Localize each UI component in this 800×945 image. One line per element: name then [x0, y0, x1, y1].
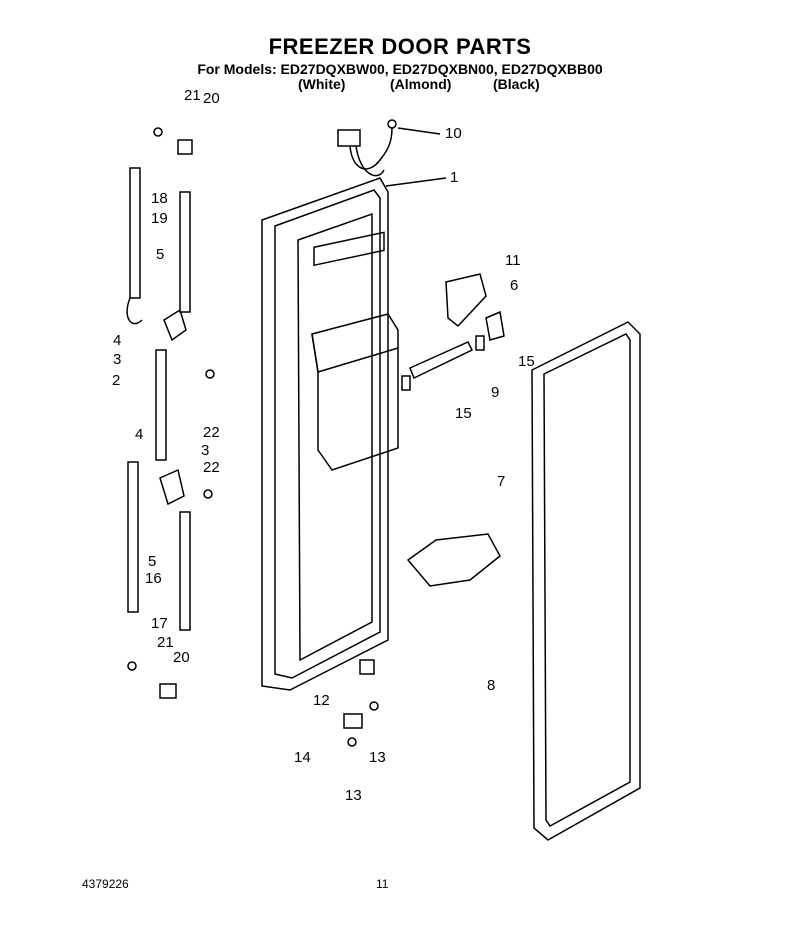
callout-10: 10	[445, 125, 462, 142]
color-black: (Black)	[493, 76, 540, 92]
callout-4-lower: 4	[135, 426, 143, 443]
part-number: 4379226	[82, 877, 129, 891]
callout-14: 14	[294, 749, 311, 766]
callout-18: 18	[151, 190, 168, 207]
callout-6: 6	[510, 277, 518, 294]
dispenser-housing	[311, 313, 399, 471]
callout-16: 16	[145, 570, 162, 587]
screw-22-lower	[203, 489, 213, 499]
diagram-drawing	[126, 119, 641, 841]
hinge-cover-17	[127, 461, 139, 613]
bracket-20-bottom	[159, 683, 177, 699]
models-line: For Models: ED27DQXBW00, ED27DQXBN00, ED…	[197, 61, 603, 77]
color-white: (White)	[298, 76, 346, 92]
screw-10	[387, 119, 397, 129]
callout-8: 8	[487, 677, 495, 694]
hinge-3-lower	[159, 468, 185, 506]
callout-15-lower: 15	[455, 405, 472, 422]
callout-19: 19	[151, 210, 168, 227]
callout-21-bottom: 21	[157, 634, 174, 651]
callout-labels: 21 20 10 1 18 19 5 11 6 4 15 3 2 9 15 22…	[112, 87, 535, 804]
callout-11: 11	[505, 252, 521, 269]
door-frame-inner	[274, 189, 381, 679]
gasket-8	[531, 321, 641, 841]
door-frame	[261, 177, 389, 691]
callout-20-bottom: 20	[173, 649, 190, 666]
callout-13-bottom: 13	[345, 787, 362, 804]
hinge-12	[359, 659, 375, 675]
callout-15-upper: 15	[518, 353, 535, 370]
screw-21-top	[153, 127, 163, 137]
callout-22-upper: 22	[203, 424, 220, 441]
hinge-3-upper	[163, 308, 187, 342]
callout-3-lower: 3	[201, 442, 209, 459]
hinge-channel-19	[179, 191, 191, 313]
callout-13-right: 13	[369, 749, 386, 766]
screw-13-right	[369, 701, 379, 711]
rail-9	[409, 341, 474, 380]
page-number: 11	[376, 877, 389, 891]
page-title: FREEZER DOOR PARTS	[268, 34, 532, 59]
callout-3-upper: 3	[113, 351, 121, 368]
callout-1: 1	[450, 169, 458, 186]
hinge-channel-16	[179, 511, 191, 631]
callout-9: 9	[491, 384, 499, 401]
wire-connector	[337, 129, 361, 147]
callout-4-upper: 4	[113, 332, 121, 349]
callout-12: 12	[313, 692, 330, 709]
bracket-6	[485, 310, 505, 341]
hinge-14	[343, 713, 363, 729]
gasket-8-inner	[543, 333, 631, 827]
callout-5-upper: 5	[156, 246, 164, 263]
bracket-20-top	[177, 139, 193, 155]
door-liner	[297, 212, 373, 662]
hinge-cover-18	[129, 167, 141, 299]
callout-20-top: 20	[203, 90, 220, 107]
clip-15-lower	[401, 375, 411, 391]
wire-harness	[349, 127, 393, 170]
callout-7: 7	[497, 473, 505, 490]
callout-5-lower: 5	[148, 553, 156, 570]
hinge-bar-2	[155, 349, 167, 461]
bin-7	[406, 533, 501, 587]
callout-17: 17	[151, 615, 168, 632]
ice-chute-11	[445, 273, 487, 328]
screw-21-bottom	[127, 661, 137, 671]
screw-13-bottom	[347, 737, 357, 747]
color-almond: (Almond)	[390, 76, 452, 92]
callout-2: 2	[112, 372, 120, 389]
clip-15-upper	[475, 335, 485, 351]
dispenser-grille	[313, 231, 385, 267]
screw-22-upper	[205, 369, 215, 379]
callout-21-top: 21	[184, 87, 201, 104]
callout-22-lower: 22	[203, 459, 220, 476]
